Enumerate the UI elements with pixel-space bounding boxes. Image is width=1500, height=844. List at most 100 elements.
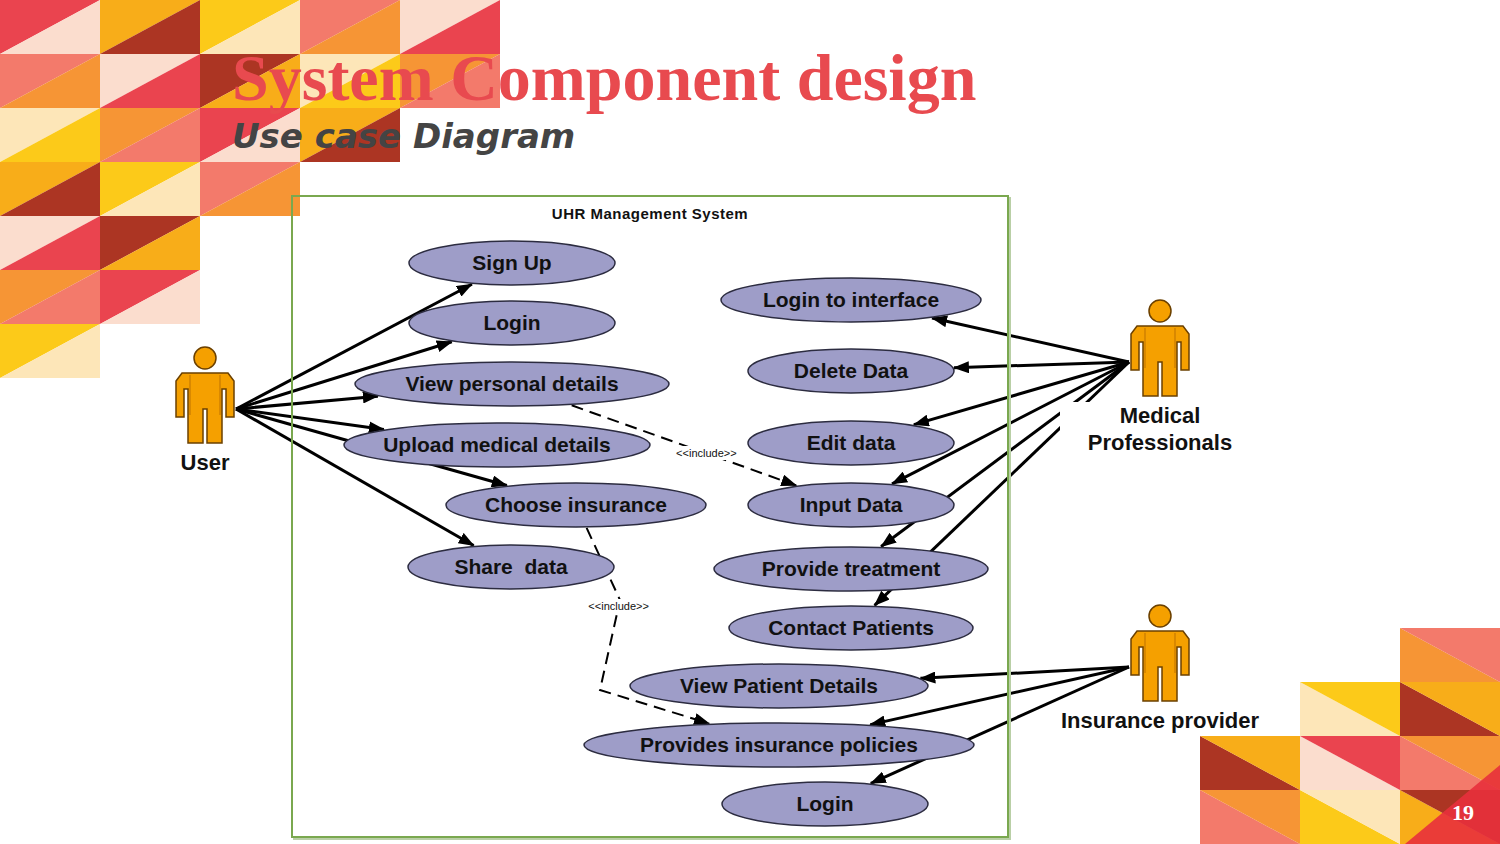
ellipse-outline <box>748 483 954 527</box>
actor-shading <box>1145 328 1175 368</box>
decor-triangle <box>100 270 200 324</box>
use-case-label: Delete Data <box>794 359 908 383</box>
decor-triangle <box>100 216 200 270</box>
decor-triangle <box>100 54 200 108</box>
decor-triangle <box>1300 682 1400 736</box>
association-arrow <box>236 396 378 409</box>
decor-triangle <box>1200 736 1300 790</box>
use-case-label: Input Data <box>800 493 903 517</box>
use-case-label: View Patient Details <box>680 674 878 698</box>
use-case-label: View personal details <box>405 372 618 396</box>
decor-triangle <box>0 108 100 162</box>
association-arrow <box>236 409 384 429</box>
system-boundary: UHR Management SystemSign UpLoginView pe… <box>291 195 1009 838</box>
use-case-ellipse: Edit data <box>747 420 955 466</box>
page-number: 19 <box>1452 800 1474 826</box>
actor-head <box>194 347 216 369</box>
decor-triangle <box>1200 736 1300 790</box>
decor-triangle <box>100 162 200 216</box>
decor-triangle <box>0 216 100 270</box>
decor-triangle <box>0 270 100 324</box>
ellipse-outline <box>748 421 954 465</box>
association-arrow <box>932 318 1129 362</box>
use-case-label: Upload medical details <box>383 433 611 457</box>
ellipse-outline <box>409 241 615 285</box>
actor: Medical Professionals <box>1060 298 1260 456</box>
decor-triangle <box>1300 790 1400 844</box>
decor-triangle <box>0 270 100 324</box>
ellipse-outline <box>721 278 981 322</box>
use-case-ellipse: Share data <box>407 544 615 590</box>
use-case-ellipse: Sign Up <box>408 240 616 286</box>
actor-shading <box>1145 633 1175 673</box>
ellipse-outline <box>409 301 615 345</box>
decor-triangle <box>100 108 200 162</box>
system-title: UHR Management System <box>293 205 1007 222</box>
decor-triangle <box>100 216 200 270</box>
stereotype-label: <<include>> <box>673 446 740 460</box>
actor-shading <box>190 375 220 415</box>
stereotype-label: <<include>> <box>585 599 652 613</box>
actor-body <box>176 373 234 443</box>
decor-triangle <box>1300 736 1400 790</box>
use-case-ellipse: Delete Data <box>747 348 955 394</box>
use-case-label: Login <box>483 311 540 335</box>
decor-triangle <box>100 162 200 216</box>
ellipse-outline <box>630 664 928 708</box>
use-case-ellipse: View Patient Details <box>629 663 929 709</box>
decor-triangle <box>1200 790 1300 844</box>
actor-figure <box>1125 298 1195 398</box>
use-case-label: Sign Up <box>472 251 551 275</box>
ellipse-outline <box>729 606 973 650</box>
actor-body <box>1131 631 1189 701</box>
decor-triangle <box>0 324 100 378</box>
use-case-label: Share data <box>454 555 567 579</box>
use-case-ellipse: Login <box>721 781 929 827</box>
use-case-label: Provides insurance policies <box>640 733 918 757</box>
ellipse-outline <box>446 483 706 527</box>
use-case-label: Login to interface <box>763 288 939 312</box>
actor-label: Insurance provider <box>1058 707 1262 734</box>
decor-triangle <box>0 162 100 216</box>
decor-triangle <box>1400 682 1500 736</box>
actor: Insurance provider <box>1020 603 1300 734</box>
decor-triangle <box>1405 765 1500 844</box>
use-case-label: Choose insurance <box>485 493 667 517</box>
decor-triangle <box>1400 628 1500 682</box>
use-case-ellipse: Provide treatment <box>713 546 989 592</box>
decor-triangle <box>0 108 100 162</box>
decor-triangle <box>1400 628 1500 682</box>
use-case-ellipse: Upload medical details <box>343 422 651 468</box>
decor-triangle <box>200 162 300 216</box>
use-case-label: Login <box>796 792 853 816</box>
actor-figure <box>170 345 240 445</box>
actor-head <box>1149 300 1171 322</box>
decor-triangle <box>100 54 200 108</box>
decor-triangle <box>1300 736 1400 790</box>
decor-triangle <box>1300 682 1400 736</box>
actor-body <box>1131 326 1189 396</box>
decor-triangle <box>0 0 100 54</box>
decor-triangle <box>1300 790 1400 844</box>
decor-triangle <box>0 54 100 108</box>
actor-figure <box>1125 603 1195 703</box>
decor-triangle <box>0 324 100 378</box>
decor-triangle <box>100 270 200 324</box>
actor-label: User <box>178 449 233 476</box>
decor-triangle <box>0 162 100 216</box>
ellipse-outline <box>748 349 954 393</box>
actor-label: Medical Professionals <box>1060 402 1260 456</box>
decor-triangle <box>100 0 200 54</box>
decor-triangle <box>200 162 300 216</box>
use-case-ellipse: Login <box>408 300 616 346</box>
ellipse-outline <box>355 362 669 406</box>
decor-triangle <box>0 0 100 54</box>
use-case-label: Provide treatment <box>762 557 941 581</box>
actor-head <box>1149 605 1171 627</box>
decor-triangle <box>1400 682 1500 736</box>
association-arrow <box>954 362 1129 368</box>
ellipse-outline <box>584 723 974 767</box>
decor-triangle <box>100 0 200 54</box>
use-case-label: Edit data <box>807 431 896 455</box>
